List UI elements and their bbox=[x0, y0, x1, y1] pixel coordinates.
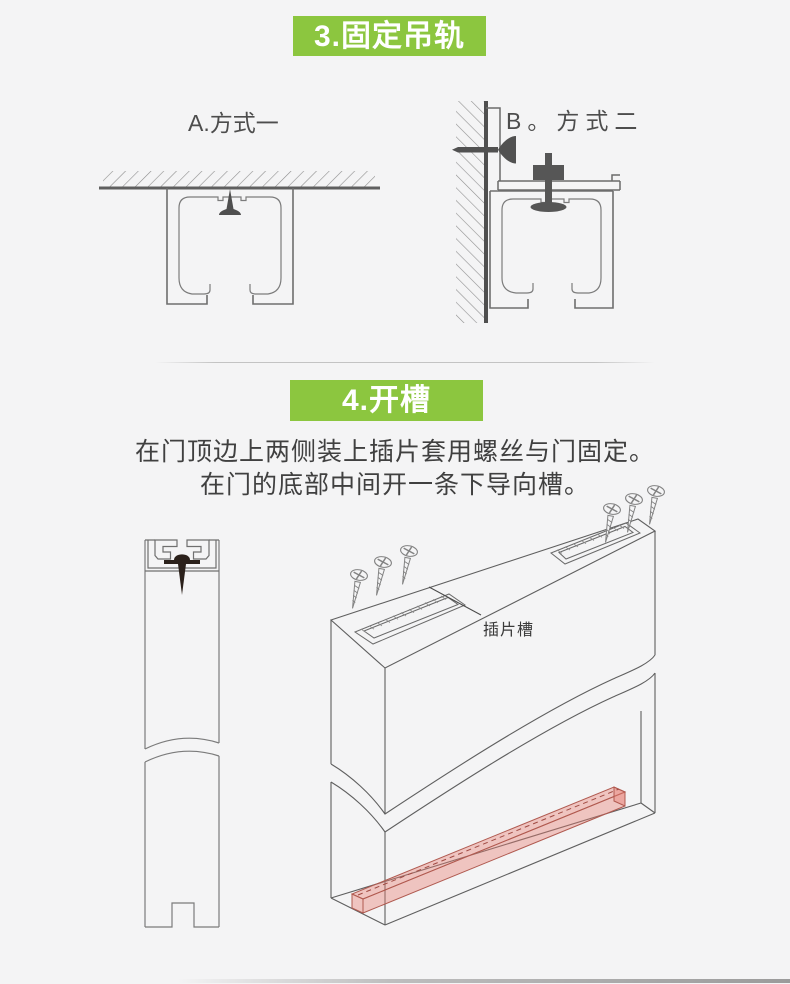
door-3d-diagram bbox=[329, 483, 667, 926]
section3-banner: 3.固定吊轨 bbox=[293, 16, 486, 56]
door-3d-outline bbox=[329, 518, 657, 926]
insert-slot-left bbox=[353, 593, 467, 645]
section-divider bbox=[155, 362, 655, 363]
door-edge-diagram bbox=[144, 539, 220, 928]
instruction-line-2: 在门的底部中间开一条下导向槽。 bbox=[199, 471, 590, 499]
method-b-diagram bbox=[452, 101, 621, 323]
break-lines bbox=[144, 737, 220, 763]
break-wave-lines bbox=[330, 654, 656, 833]
screw-icons bbox=[343, 483, 667, 611]
section4-banner: 4.开槽 bbox=[290, 380, 483, 421]
method-a-label: A.方式一 bbox=[188, 110, 279, 136]
instruction-line-1: 在门顶边上两侧装上插片套用螺丝与门固定。 bbox=[134, 438, 655, 466]
slot-label: 插片槽 bbox=[483, 622, 535, 639]
insert-clip-profile bbox=[145, 539, 219, 572]
mounting-screw-icon bbox=[219, 189, 241, 215]
l-bracket bbox=[486, 107, 621, 191]
instruction-text: 在门顶边上两侧装上插片套用螺丝与门固定。 在门的底部中间开一条下导向槽。 bbox=[0, 436, 790, 502]
slot-leader-line bbox=[428, 586, 482, 616]
door-edge-outline bbox=[144, 540, 220, 928]
wall-screw-icon bbox=[452, 136, 516, 164]
wall-hatch bbox=[456, 101, 486, 323]
method-b-label: B。方式二 bbox=[506, 108, 644, 134]
method-a-diagram bbox=[99, 171, 380, 305]
guide-groove-highlight bbox=[350, 786, 627, 914]
countersunk-screw-icon bbox=[164, 554, 200, 595]
hanging-track-profile bbox=[166, 188, 294, 305]
t-bolt-icon bbox=[530, 153, 567, 212]
ceiling-hatch bbox=[103, 171, 375, 187]
bottom-divider bbox=[177, 979, 790, 983]
